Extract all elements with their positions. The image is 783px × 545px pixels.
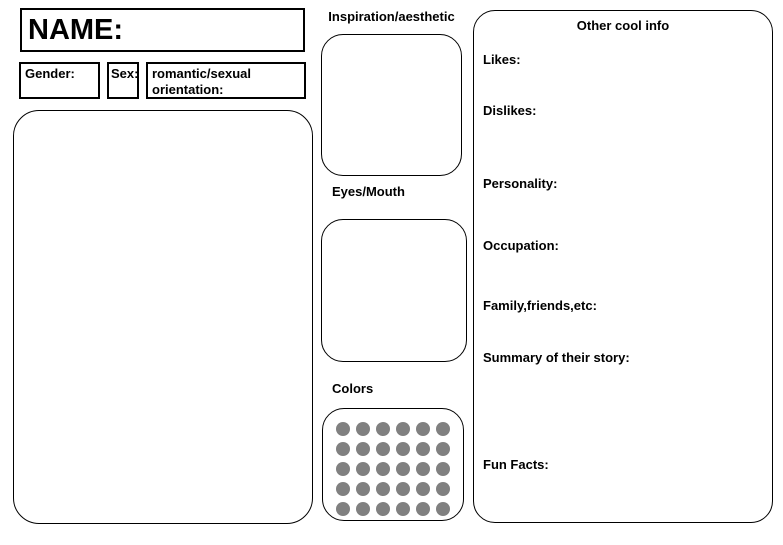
color-dot (416, 462, 430, 476)
color-dot (336, 462, 350, 476)
orientation-field[interactable]: romantic/sexual orientation: (146, 62, 306, 99)
inspiration-label: Inspiration/aesthetic (328, 9, 455, 24)
color-dot (396, 482, 410, 496)
name-label: NAME: (28, 14, 124, 46)
color-dot (356, 462, 370, 476)
eyes-mouth-label: Eyes/Mouth (332, 184, 405, 199)
color-dot (416, 442, 430, 456)
color-dot (396, 462, 410, 476)
eyes-mouth-area[interactable] (321, 219, 467, 362)
color-dot (416, 422, 430, 436)
dislikes-label: Dislikes: (483, 103, 537, 118)
other-info-panel[interactable]: Other cool info Likes: Dislikes: Persona… (473, 10, 773, 523)
color-dot (336, 442, 350, 456)
color-dot (336, 482, 350, 496)
colors-label: Colors (332, 381, 374, 396)
color-dot (356, 442, 370, 456)
color-dot (436, 422, 450, 436)
sex-label: Sex: (111, 66, 139, 81)
color-dot (416, 482, 430, 496)
color-dot (336, 502, 350, 516)
gender-field[interactable]: Gender: (19, 62, 100, 99)
personality-label: Personality: (483, 176, 558, 191)
inspiration-area[interactable] (321, 34, 462, 176)
family-friends-label: Family,friends,etc: (483, 298, 597, 313)
color-dot (376, 482, 390, 496)
orientation-label: romantic/sexual orientation: (152, 66, 251, 97)
color-palette-grid (336, 422, 450, 516)
color-dot (436, 462, 450, 476)
color-dot (376, 462, 390, 476)
color-dot (436, 482, 450, 496)
color-dot (356, 482, 370, 496)
color-dot (396, 442, 410, 456)
color-dot (356, 422, 370, 436)
color-dot (376, 442, 390, 456)
color-dot (356, 502, 370, 516)
color-dot (416, 502, 430, 516)
color-dot (436, 442, 450, 456)
sex-field[interactable]: Sex: (107, 62, 139, 99)
color-dot (336, 422, 350, 436)
other-info-title: Other cool info (576, 18, 670, 33)
story-summary-label: Summary of their story: (483, 350, 630, 365)
color-dot (376, 422, 390, 436)
character-drawing-area[interactable] (13, 110, 313, 524)
color-palette-area[interactable] (322, 408, 464, 521)
gender-label: Gender: (25, 66, 75, 81)
color-dot (396, 502, 410, 516)
color-dot (436, 502, 450, 516)
likes-label: Likes: (483, 52, 521, 67)
occupation-label: Occupation: (483, 238, 559, 253)
color-dot (376, 502, 390, 516)
name-field[interactable]: NAME: (20, 8, 305, 52)
fun-facts-label: Fun Facts: (483, 457, 549, 472)
color-dot (396, 422, 410, 436)
